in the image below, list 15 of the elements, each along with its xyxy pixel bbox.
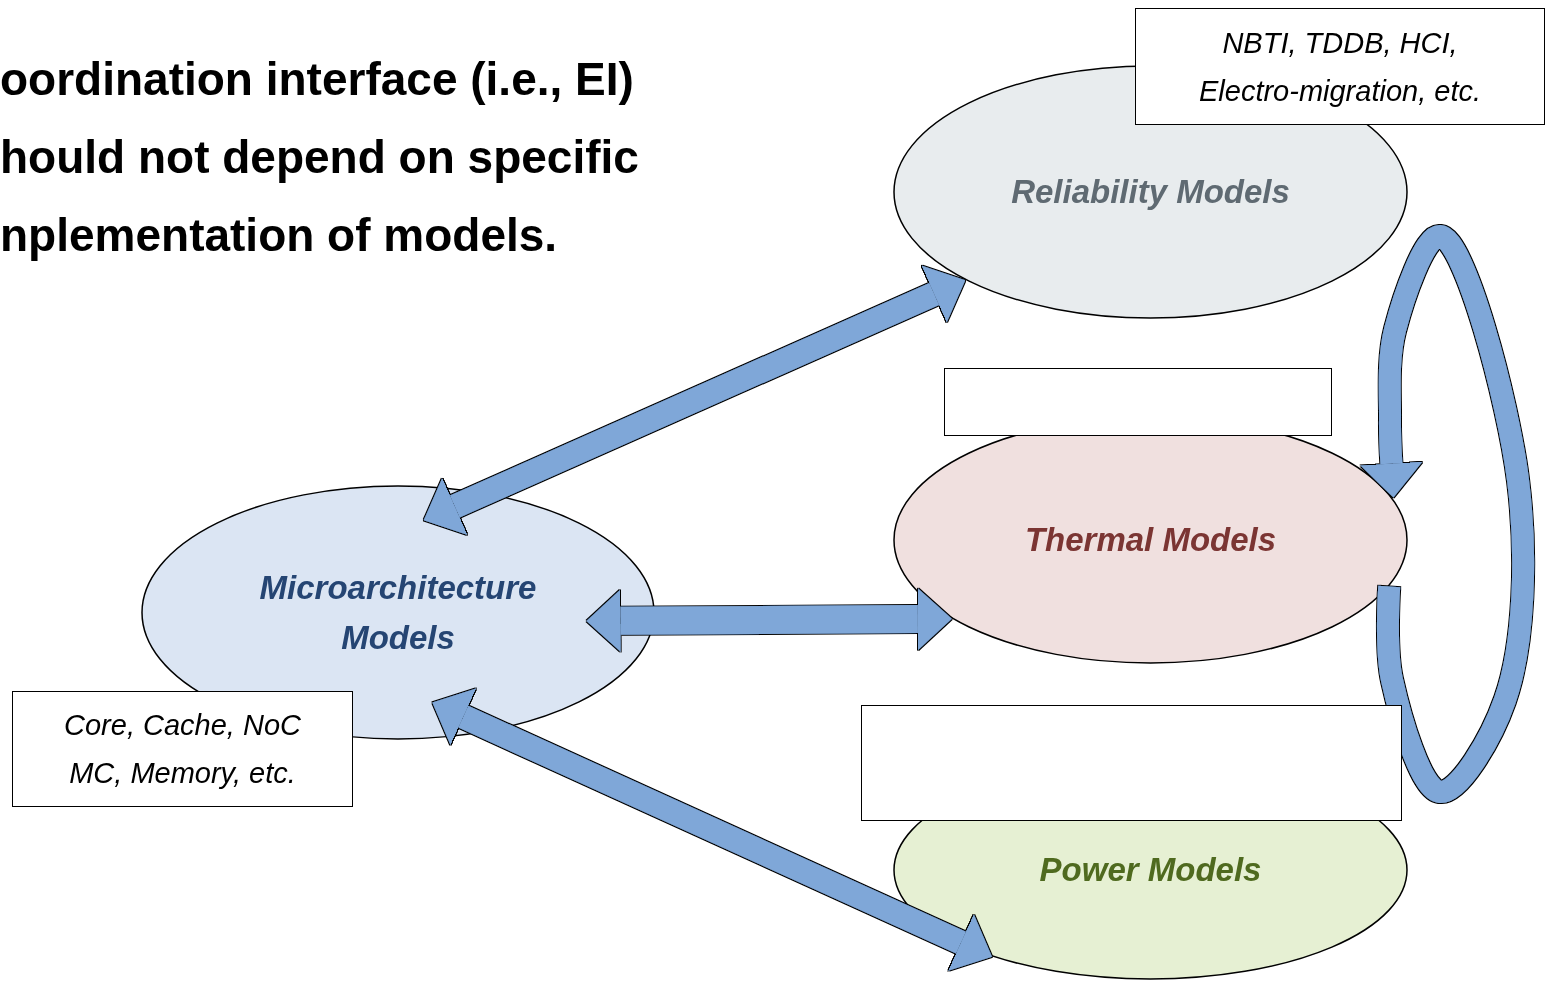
- block-arrow: [1360, 225, 1535, 803]
- model-label: Power Models: [1038, 850, 1263, 890]
- block-arrow: [586, 588, 952, 652]
- model-label: Microarchitecture Models: [258, 567, 538, 658]
- note-box: [944, 368, 1332, 436]
- note-box: [12, 691, 353, 807]
- note-text: NBTI, TDDB, HCI, Electro-migration, etc.: [1197, 25, 1482, 109]
- note-box: [861, 705, 1402, 821]
- note-text: Core, Cache, NoC MC, Memory, etc.: [63, 708, 302, 791]
- model-label: Reliability Models: [1010, 172, 1291, 212]
- heading: oordination interface (i.e., EI) hould not depend on specific nplementation of models.: [0, 52, 640, 263]
- model-label: Thermal Models: [1023, 520, 1278, 560]
- note-box: [1135, 8, 1545, 125]
- block-arrow: [432, 688, 992, 971]
- block-arrow: [423, 265, 966, 535]
